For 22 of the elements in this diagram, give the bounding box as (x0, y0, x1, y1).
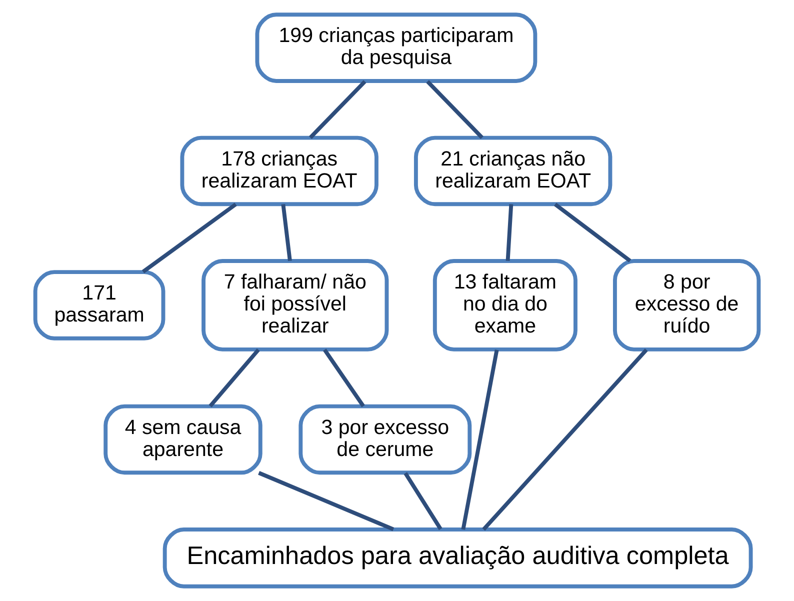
node-box: 171 passaram (33, 270, 166, 340)
node-box: 4 sem causa aparente (104, 404, 262, 475)
connector (506, 204, 514, 261)
connector (461, 349, 499, 530)
node-box: 21 crianças não realizaram EOAT (414, 136, 612, 206)
connector (322, 348, 365, 408)
connector (404, 472, 442, 530)
node-box: 8 por excesso de ruído (612, 259, 761, 352)
connector (281, 204, 292, 262)
node-box: 178 crianças realizaram EOAT (180, 136, 378, 206)
connector (482, 348, 648, 531)
connector (142, 202, 237, 274)
connector (426, 80, 484, 139)
connector (258, 471, 394, 532)
node-box: 3 por excesso de cerume (298, 404, 472, 475)
connector (208, 348, 260, 408)
node-box: 13 faltaram no dia do exame (432, 259, 578, 352)
node-box: 199 crianças participaram da pesquisa (255, 12, 538, 83)
connector (554, 202, 632, 262)
node-box: Encaminhados para avaliação auditiva completa (162, 528, 753, 588)
connector (308, 80, 366, 139)
node-box: 7 falharam/ não foi possível realizar (202, 259, 389, 352)
